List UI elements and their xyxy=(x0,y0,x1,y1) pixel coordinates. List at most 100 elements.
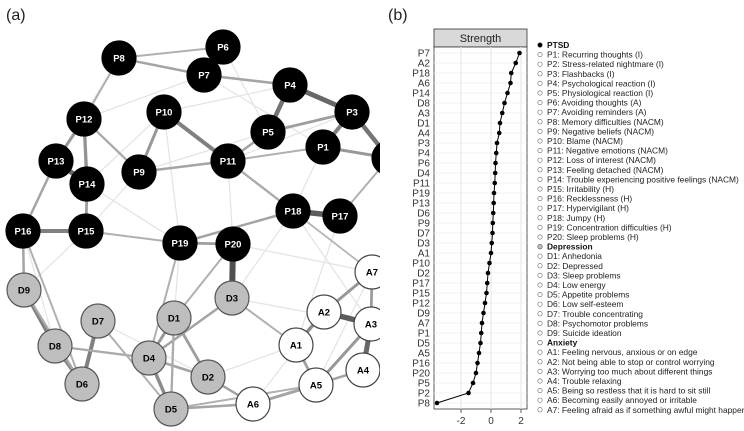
strength-ylabel: A6 xyxy=(418,79,431,90)
legend-item-marker xyxy=(537,176,543,182)
node-d4: D4 xyxy=(131,340,167,376)
node-p4: P4 xyxy=(272,67,308,103)
legend-item-marker xyxy=(537,128,543,134)
node-p3: P3 xyxy=(334,94,370,130)
legend-group-depression: Depression xyxy=(547,242,593,252)
legend-item: P4: Psychological reaction (I) xyxy=(547,78,656,88)
edge-faint xyxy=(163,84,291,113)
legend-group-marker xyxy=(537,340,543,346)
strength-ylabel: A7 xyxy=(418,319,431,330)
node-p19: P19 xyxy=(162,225,198,261)
legend-item: P14: Trouble experiencing positive feeli… xyxy=(547,174,739,184)
edge-faint xyxy=(86,183,181,244)
strength-point-p19 xyxy=(491,190,497,196)
strength-point-p9 xyxy=(490,220,496,226)
strength-point-a4 xyxy=(496,130,502,136)
network-nodes: P1P2P3P4P5P6P7P8P9P10P11P12P13P14P15P16P… xyxy=(5,29,380,427)
legend-item-marker xyxy=(537,397,543,403)
strength-point-p18 xyxy=(508,70,514,76)
node-p20: P20 xyxy=(215,226,251,262)
panel-label-b: (b) xyxy=(388,7,408,24)
node-p7: P7 xyxy=(186,57,222,93)
strength-point-d3 xyxy=(489,240,495,246)
strength-point-a3 xyxy=(499,110,505,116)
svg-text:P6: P6 xyxy=(217,43,229,54)
strength-point-a2 xyxy=(513,60,519,66)
legend-item: P5: Physiological reaction (I) xyxy=(547,88,653,98)
legend-item-marker xyxy=(537,378,543,384)
svg-text:P14: P14 xyxy=(79,180,97,191)
legend-item-marker xyxy=(537,282,543,288)
node-p8: P8 xyxy=(101,40,137,76)
panel-label-a: (a) xyxy=(6,7,26,24)
node-p13: P13 xyxy=(38,143,74,179)
legend-item: A3: Worrying too much about different th… xyxy=(547,366,712,376)
strength-ylabel: P6 xyxy=(418,159,431,170)
strength-ylabel: P15 xyxy=(412,289,430,300)
node-d1: D1 xyxy=(156,300,192,336)
svg-text:A3: A3 xyxy=(365,320,377,331)
legend-item-marker xyxy=(537,196,543,202)
node-p1: P1 xyxy=(305,129,341,165)
legend-item: D6: Low self-esteem xyxy=(547,299,623,309)
svg-text:P16: P16 xyxy=(15,227,32,238)
strength-point-d4 xyxy=(492,170,498,176)
legend-item-marker xyxy=(537,109,543,115)
edge-faint xyxy=(295,215,341,346)
node-a2: A2 xyxy=(306,294,342,330)
x-tick-label: -2 xyxy=(457,416,466,427)
legend-item-marker xyxy=(537,215,543,221)
strength-ylabel: D6 xyxy=(417,209,430,220)
strength-ylabel: A2 xyxy=(418,59,431,70)
legend-item: A4: Trouble relaxing xyxy=(547,376,622,386)
strength-ylabel: P5 xyxy=(418,379,431,390)
strength-ylabel: P13 xyxy=(412,199,430,210)
strength-point-d9 xyxy=(481,310,486,316)
svg-text:D4: D4 xyxy=(143,354,156,365)
strength-ylabel: P12 xyxy=(412,299,430,310)
strength-point-d5 xyxy=(478,340,483,346)
strength-ylabel: P8 xyxy=(418,399,431,410)
strength-ylabel: D2 xyxy=(417,269,430,280)
node-p12: P12 xyxy=(66,101,102,137)
x-tick-label: 2 xyxy=(518,416,524,427)
x-tick-label: 0 xyxy=(488,416,494,427)
svg-text:P18: P18 xyxy=(285,207,302,218)
strength-point-p8 xyxy=(434,400,440,406)
svg-text:A4: A4 xyxy=(357,366,370,377)
legend-item: P13: Feeling detached (NACM) xyxy=(547,165,664,175)
legend-item: P6: Avoiding thoughts (A) xyxy=(547,98,642,108)
legend-item: D5: Appetite problems xyxy=(547,290,629,300)
node-p10: P10 xyxy=(146,94,182,130)
svg-text:P20: P20 xyxy=(225,240,242,251)
node-d5: D5 xyxy=(153,391,189,427)
strength-point-p14 xyxy=(505,90,510,96)
svg-text:P4: P4 xyxy=(284,81,296,92)
legend-item-marker xyxy=(537,52,543,58)
strength-ylabel: P18 xyxy=(412,69,430,80)
strength-ylabel: D7 xyxy=(417,229,430,240)
svg-text:P19: P19 xyxy=(172,239,189,250)
legend-item: P17: Hypervigilant (H) xyxy=(547,203,629,213)
strength-point-p20 xyxy=(473,370,479,376)
svg-text:A1: A1 xyxy=(290,341,303,352)
strength-point-p11 xyxy=(492,180,498,186)
legend-item: P10: Blame (NACM) xyxy=(547,136,623,146)
legend-item-marker xyxy=(537,80,543,86)
svg-text:P11: P11 xyxy=(220,157,237,168)
edge-faint xyxy=(231,210,294,299)
strength-point-p6 xyxy=(493,160,498,166)
strength-point-a5 xyxy=(476,350,482,356)
strength-point-p13 xyxy=(491,200,497,206)
strength-point-p16 xyxy=(475,360,480,366)
strength-ylabel: A5 xyxy=(418,349,431,360)
legend-item-marker xyxy=(537,263,543,269)
edge-faint xyxy=(83,74,205,120)
legend-item-marker xyxy=(537,71,543,77)
strength-ylabel: P16 xyxy=(412,359,430,370)
legend-item: D7: Trouble concentrating xyxy=(547,309,643,319)
strength-point-p1 xyxy=(478,330,484,336)
legend-item-marker xyxy=(537,234,543,240)
legend-item: P12: Loss of interest (NACM) xyxy=(547,155,656,165)
